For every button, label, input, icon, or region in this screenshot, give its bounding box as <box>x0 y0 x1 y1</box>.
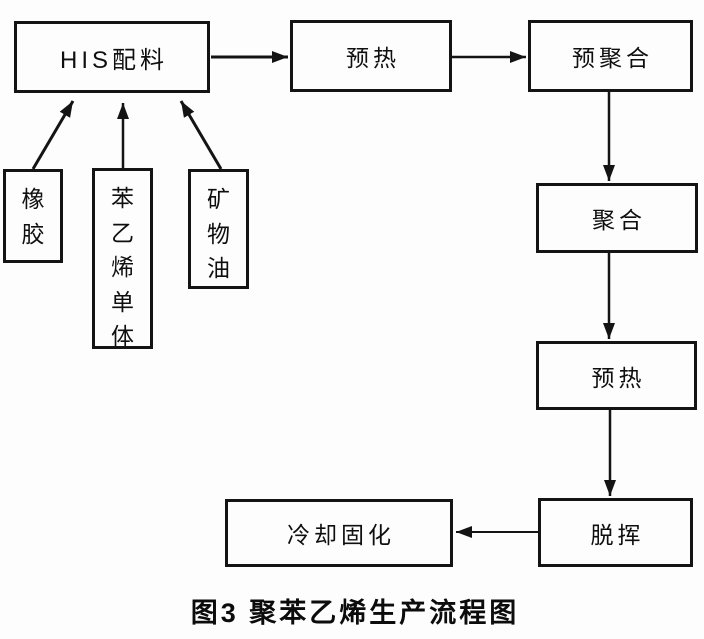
node-rubber: 橡胶 <box>3 169 63 263</box>
node-preheat-right-label: 预热 <box>591 364 646 391</box>
node-polymerization: 聚合 <box>536 183 698 253</box>
node-devolatilization-label: 脱挥 <box>590 521 645 548</box>
node-preheat-top: 预热 <box>290 20 452 92</box>
edge-rubber-to-his-arrow <box>31 100 75 170</box>
node-prepolymerization: 预聚合 <box>528 20 693 92</box>
edge-mineraloil-to-his-arrow <box>179 100 223 170</box>
node-his-batching: HIS配料 <box>14 21 210 93</box>
node-styrene-monomer-label: 苯乙烯单体 <box>110 185 134 349</box>
node-preheat-top-label: 预热 <box>346 45 400 71</box>
node-mineral-oil-label: 矿物油 <box>206 186 230 281</box>
node-mineral-oil: 矿物油 <box>188 169 249 289</box>
node-preheat-right: 预热 <box>536 341 697 410</box>
node-cooling-solidification-label: 冷却固化 <box>287 522 395 548</box>
node-rubber-label: 橡胶 <box>21 186 45 247</box>
figure-caption: 图3 聚苯乙烯生产流程图 <box>190 598 520 628</box>
node-devolatilization: 脱挥 <box>538 498 693 567</box>
node-prepolymerization-label: 预聚合 <box>572 45 653 71</box>
node-polymerization-label: 聚合 <box>592 207 646 233</box>
node-styrene-monomer: 苯乙烯单体 <box>92 168 153 349</box>
node-cooling-solidification: 冷却固化 <box>225 499 453 567</box>
node-his-batching-label: HIS配料 <box>59 46 168 74</box>
